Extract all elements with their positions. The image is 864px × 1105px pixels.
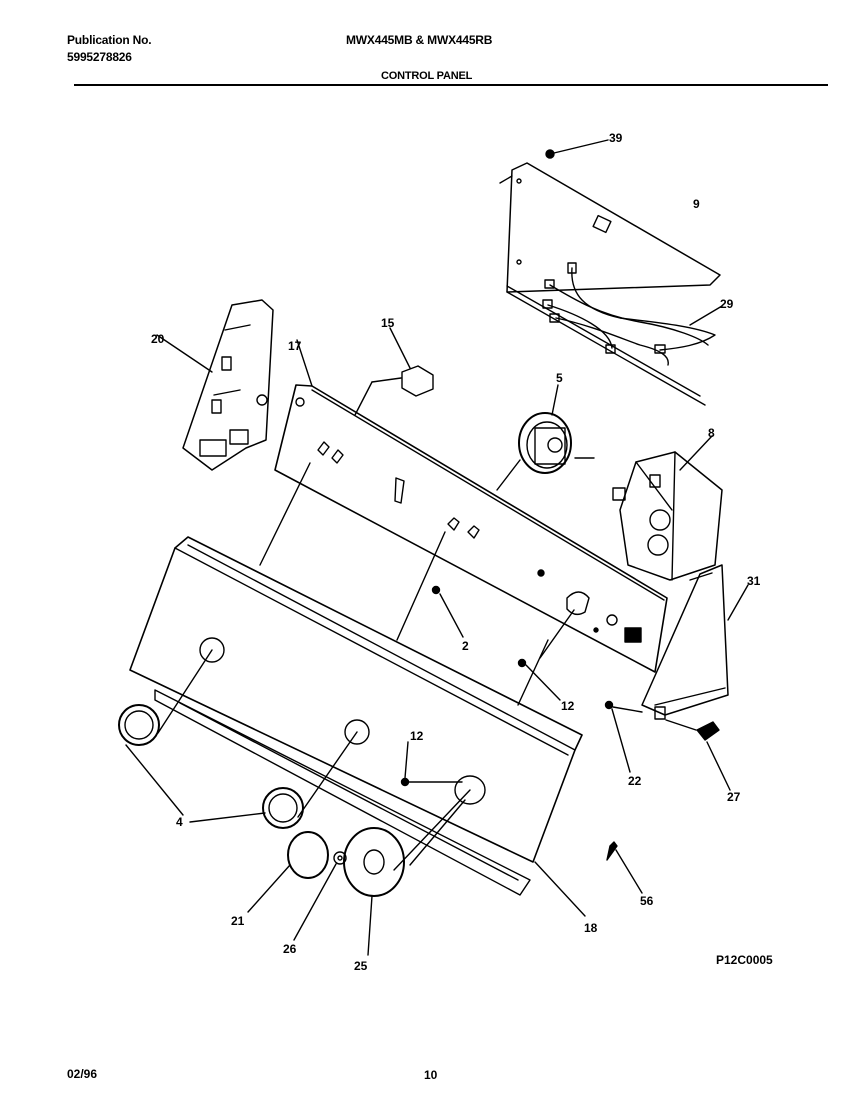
label-5: 5 xyxy=(556,371,563,385)
part-8-control-housing xyxy=(612,435,723,581)
part-5-timer xyxy=(496,384,595,491)
part-labels: 39 9 29 20 17 15 5 8 31 2 12 12 22 27 4 … xyxy=(151,131,773,973)
part-29-wire-harness xyxy=(542,262,723,366)
drawing-code: P12C0005 xyxy=(716,953,773,967)
footer-date: 02/96 xyxy=(67,1067,98,1081)
label-12-lower: 12 xyxy=(410,729,424,743)
part-22-screw xyxy=(604,700,643,773)
label-4: 4 xyxy=(176,815,183,829)
label-8: 8 xyxy=(708,426,715,440)
part-20-end-bracket xyxy=(156,299,274,471)
label-15: 15 xyxy=(381,316,395,330)
part-31-end-bracket xyxy=(641,564,749,720)
label-25: 25 xyxy=(354,959,368,973)
part-15-switch xyxy=(354,327,434,416)
label-21: 21 xyxy=(231,914,245,928)
part-12-screws xyxy=(400,658,561,787)
part-56-screw xyxy=(606,841,643,894)
part-26-washer xyxy=(293,851,347,941)
label-22: 22 xyxy=(628,774,642,788)
header-rule xyxy=(74,84,828,86)
part-21-cap xyxy=(247,831,329,913)
label-18: 18 xyxy=(584,921,598,935)
label-17: 17 xyxy=(288,339,302,353)
footer-page-number: 10 xyxy=(424,1068,438,1082)
label-20: 20 xyxy=(151,332,165,346)
section-title: CONTROL PANEL xyxy=(381,70,473,82)
model-numbers: MWX445MB & MWX445RB xyxy=(346,33,493,47)
part-4-knobs xyxy=(118,649,358,829)
label-2: 2 xyxy=(462,639,469,653)
label-9: 9 xyxy=(693,197,700,211)
label-29: 29 xyxy=(720,297,734,311)
publication-label: Publication No. xyxy=(67,33,152,47)
part-9-rear-panel xyxy=(499,162,721,406)
part-18-console-panel xyxy=(129,536,586,917)
part-17-back-panel xyxy=(274,339,668,673)
publication-number: 5995278826 xyxy=(67,50,132,64)
label-39: 39 xyxy=(609,131,623,145)
label-56: 56 xyxy=(640,894,654,908)
label-12-upper: 12 xyxy=(561,699,575,713)
part-39-screw xyxy=(545,139,609,159)
label-27: 27 xyxy=(727,790,741,804)
label-31: 31 xyxy=(747,574,761,588)
label-26: 26 xyxy=(283,942,297,956)
part-25-dial xyxy=(343,789,471,956)
part-27-clip xyxy=(665,719,731,791)
part-2-screw xyxy=(431,585,464,638)
